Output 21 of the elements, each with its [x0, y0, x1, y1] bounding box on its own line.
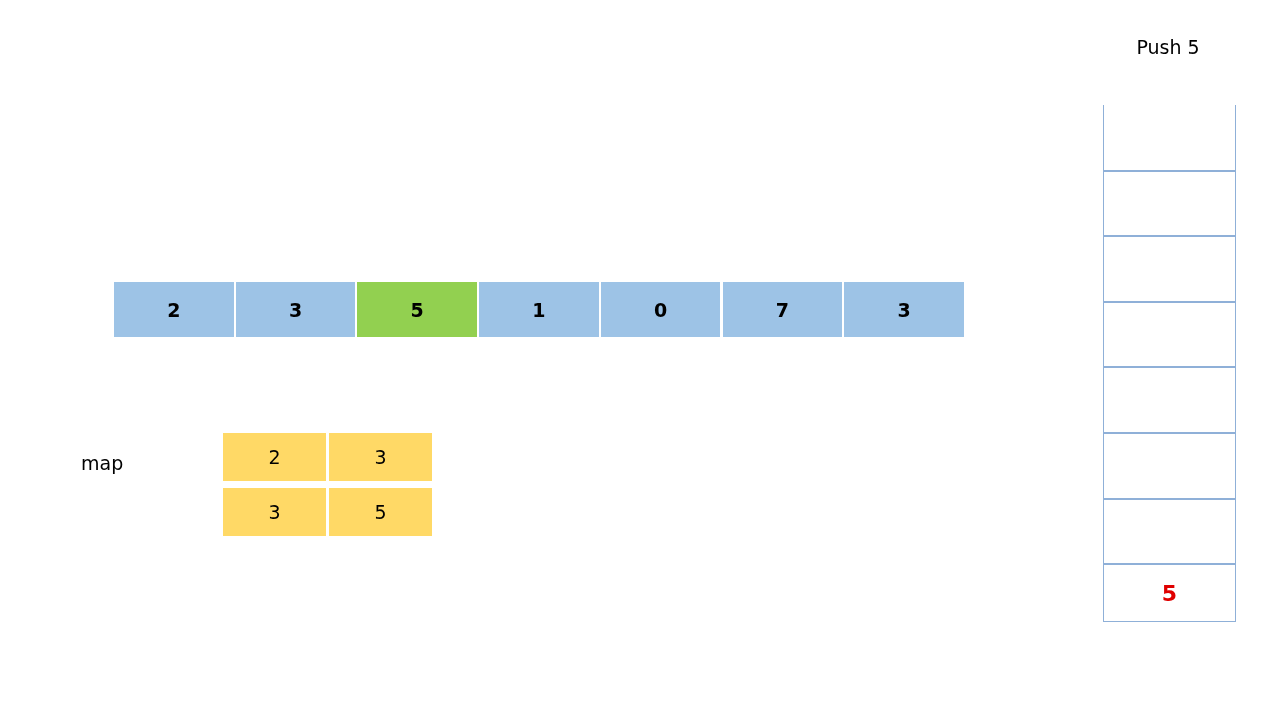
stack-slot [1103, 170, 1236, 237]
map-cell: 3 [222, 487, 327, 537]
array-cell: 7 [721, 281, 844, 338]
stack-slot [1103, 301, 1236, 368]
array-cell: 3 [234, 281, 357, 338]
highlighted-array-cell: 5 [356, 281, 479, 338]
array-cell: 0 [599, 281, 722, 338]
stack-slot [1103, 433, 1236, 499]
stack-slot [1103, 105, 1236, 171]
map-cell: 3 [328, 432, 433, 482]
array-cell: 1 [478, 281, 600, 338]
map-cell: 5 [328, 487, 433, 537]
map-label: map [81, 452, 124, 474]
array-cell: 2 [113, 281, 235, 338]
stack-heading: Push 5 [1136, 36, 1200, 58]
map-cell: 2 [222, 432, 327, 482]
stack-slot [1103, 367, 1236, 433]
stack-slot [1103, 236, 1236, 302]
array-cell: 3 [843, 281, 965, 338]
stack-slot: 5 [1103, 564, 1236, 623]
stack-slot [1103, 498, 1236, 565]
